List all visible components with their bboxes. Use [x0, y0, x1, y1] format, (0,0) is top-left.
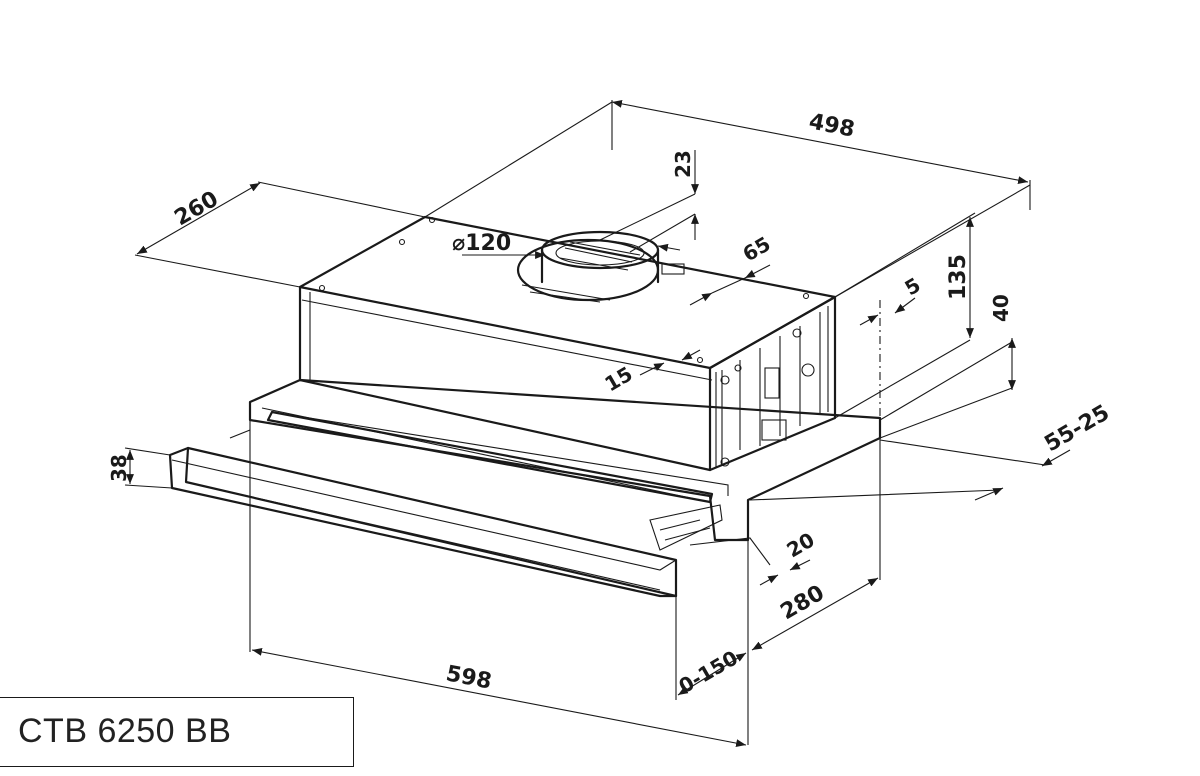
dim-front-height: 40 — [989, 294, 1013, 322]
model-label-box: CTB 6250 BB — [0, 697, 354, 767]
dim-width: 598 — [444, 661, 494, 694]
duct-collar — [516, 230, 685, 303]
dimension-labels: 498 260 23 ⌀120 65 135 5 40 15 55-25 38 … — [107, 109, 1114, 698]
dim-side-gap: 5 — [901, 273, 925, 301]
visor-panel — [168, 378, 882, 598]
dim-duct-diameter: ⌀120 — [452, 231, 511, 256]
dim-duct-side: 65 — [739, 232, 775, 267]
dim-top-width: 498 — [807, 109, 857, 142]
dim-height: 135 — [946, 254, 971, 300]
model-name: CTB 6250 BB — [18, 712, 232, 750]
dim-visor-offset: 20 — [783, 528, 819, 563]
dimension-lines — [124, 99, 1071, 748]
dim-visor-height: 38 — [107, 454, 131, 482]
dim-depth: 260 — [171, 187, 223, 232]
dim-side-offset: 15 — [601, 362, 637, 397]
dim-travel: 0-150 — [675, 646, 742, 699]
dim-body-depth: 280 — [777, 581, 829, 626]
dim-duct-offset: 23 — [671, 150, 695, 178]
dim-extension: 55-25 — [1041, 400, 1114, 457]
